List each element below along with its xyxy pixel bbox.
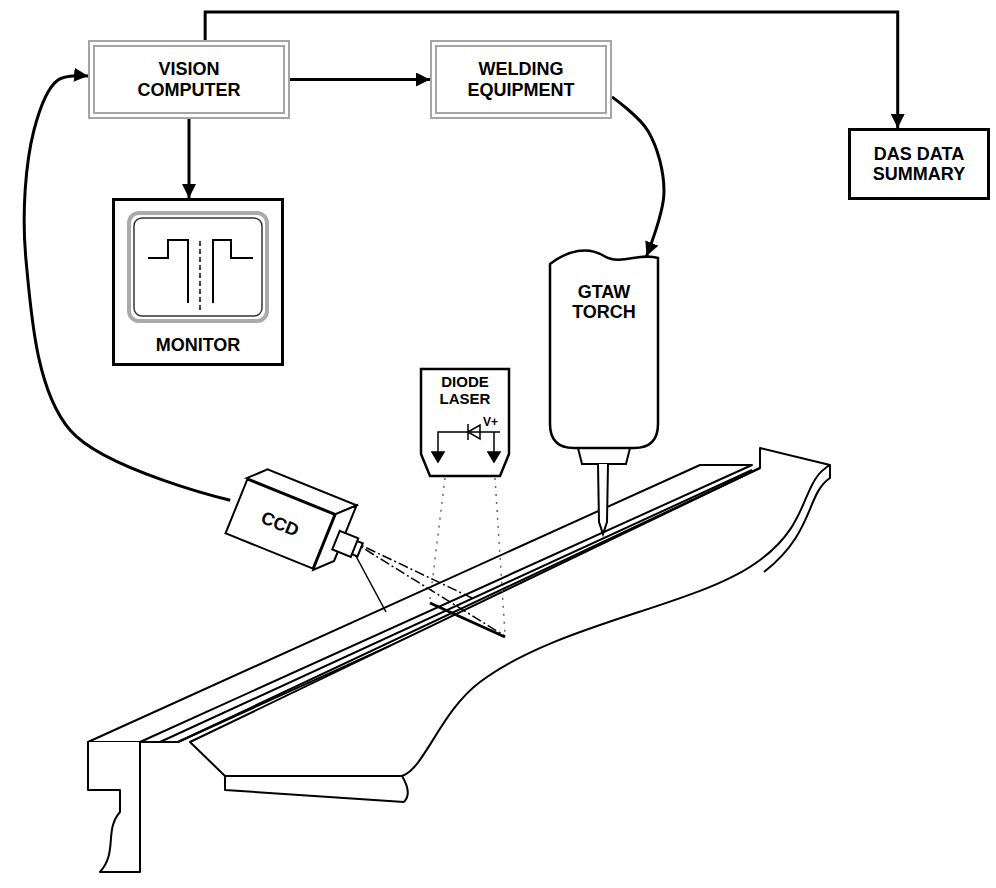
computer-box: VISION COMPUTER [88,40,290,119]
node-text: MONITOR [156,335,241,355]
right-plate-lip [178,468,760,742]
torch-body [550,250,658,448]
laser-beam [430,478,505,634]
camera-view [350,540,505,636]
monitor-screen [129,213,267,321]
torch-nozzle [578,448,630,464]
arrow-symbol [432,452,500,462]
torch-shape: GTAW TORCH [548,242,660,464]
node-text: DAS DATA SUMMARY [873,144,965,184]
right-plate [190,448,830,776]
node-text: VISION COMPUTER [138,59,241,99]
connector-arrow [188,119,191,198]
right-plate-edge [764,465,830,572]
camera-lens [332,531,364,559]
left-plate-face [88,742,140,872]
connector-arrow [290,78,430,81]
node-text: GTAW TORCH [572,282,636,322]
summary-box: DAS DATA SUMMARY [848,128,990,200]
pin-name: V+ [483,416,498,428]
centre-line [199,241,201,311]
monitor-screen [134,218,262,316]
node-text: DIODE LASER [440,374,491,408]
diode-symbol [468,424,480,440]
laser-stripe [430,603,505,637]
right-plate-edge [225,776,408,802]
wire [438,432,500,452]
camera-front [226,480,335,569]
monitor-box: MONITOR [112,198,284,366]
equipment-box: WELDING EQUIPMENT [430,40,612,119]
torch-shape-outline [548,242,660,464]
camera-box: CCD [224,478,335,570]
connector-arrow [205,12,898,128]
tungsten-electrode [598,464,608,534]
connector-arrow [612,97,664,256]
node-text: WELDING EQUIPMENT [468,59,575,99]
laser-housing [421,369,509,476]
